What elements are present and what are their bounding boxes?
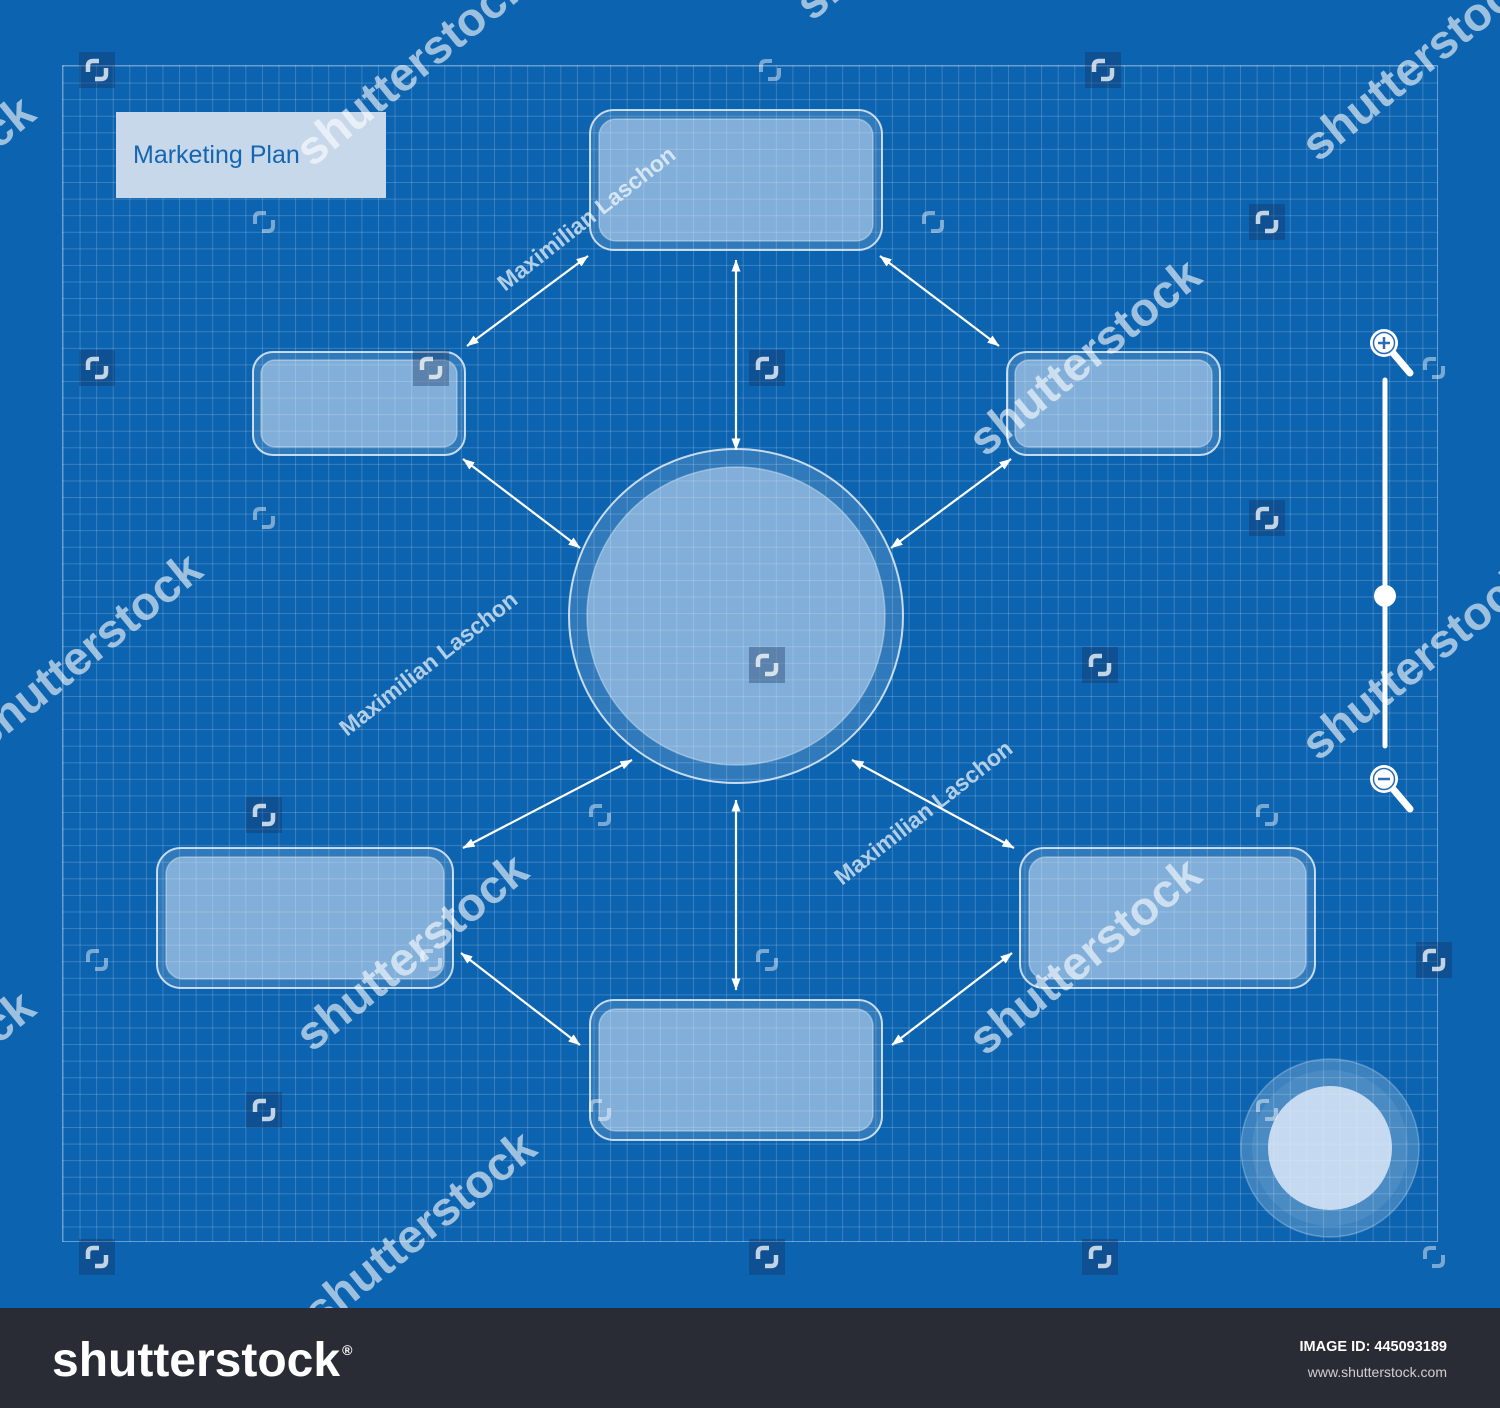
watermark-logo-icon (1082, 647, 1118, 683)
watermark-logo-icon (589, 804, 611, 826)
arrow-center-to-lower-left (462, 759, 633, 849)
arrow-upper-left-to-top (466, 255, 589, 347)
node-upper-left (252, 351, 466, 456)
node-inner-panel (260, 359, 458, 448)
watermark-brand-text: shutterstock (958, 247, 1211, 466)
watermark-logo-icon (79, 350, 115, 386)
round-button-disc (1268, 1086, 1392, 1210)
watermark-logo-icon (922, 211, 944, 233)
watermark-brand-text: shutterstock (1291, 551, 1500, 770)
marketing-plan-diagram (156, 109, 1420, 1238)
image-id-label: IMAGE ID: (1299, 1339, 1371, 1355)
watermark-logo-icon (1249, 204, 1285, 240)
watermark-logo-icon (1256, 804, 1278, 826)
watermark-author-text: Maximilian Laschon (334, 586, 522, 741)
node-inner-panel (598, 118, 874, 242)
node-outer-frame (589, 109, 883, 251)
node-outer-frame (156, 847, 454, 989)
arrow-center-to-lower-right (851, 759, 1015, 849)
round-action-button[interactable] (1240, 1058, 1420, 1238)
watermark-logo-icon (1423, 357, 1445, 379)
node-center-circle (568, 448, 904, 784)
node-inner-panel (165, 856, 445, 980)
diagram-title-box: Marketing Plan (116, 112, 386, 198)
magnifier-handle (1389, 349, 1414, 377)
arrow-upper-left-to-center (462, 458, 581, 549)
diagram-title: Marketing Plan (133, 141, 300, 169)
watermark-author-text: Maximilian Laschon (492, 141, 680, 296)
watermark-logo-icon (246, 797, 282, 833)
zoom-slider-knob[interactable] (1374, 584, 1396, 607)
footer-logo: shutterstock® (52, 1337, 352, 1385)
watermark-logo-icon (253, 507, 275, 529)
watermark-logo-icon (759, 59, 781, 81)
watermark-brand-text: shutterstock (285, 842, 538, 1061)
node-top (589, 109, 883, 251)
watermark-logo-icon (1082, 1239, 1118, 1275)
watermark-brand-text: shutterstock (0, 541, 212, 760)
node-inner-panel (598, 1008, 874, 1132)
footer-website[interactable]: www.shutterstock.com (1307, 1364, 1447, 1380)
node-inner-disc (586, 466, 886, 766)
watermark-author-text: Maximilian Laschon (829, 735, 1017, 890)
watermark-logo-icon (749, 1239, 785, 1275)
watermark-brand-text: shutterstock (785, 0, 1038, 30)
zoom-in-icon[interactable] (1370, 329, 1414, 377)
arrow-lower-left-to-bottom (460, 952, 581, 1046)
watermark-brand-text: shutterstock (958, 846, 1211, 1065)
node-inner-panel (1028, 856, 1307, 980)
node-outer-frame (589, 999, 883, 1141)
node-outer-frame (252, 351, 466, 456)
footer-logo-text: shutterstock (52, 1334, 341, 1387)
image-id: IMAGE ID:445093189 (1300, 1339, 1447, 1356)
node-lower-left (156, 847, 454, 989)
watermark-logo-icon (246, 1092, 282, 1128)
watermark-logo-icon (86, 949, 108, 971)
watermark-brand-text: shutterstock (0, 84, 45, 303)
magnifier-handle (1389, 785, 1414, 813)
watermark-brand-text: shutterstock (1291, 0, 1500, 171)
watermark-logo-icon (749, 647, 785, 683)
watermark-logo-icon (1249, 500, 1285, 536)
watermark-brand-text: shutterstock (293, 1119, 546, 1308)
arrow-top-to-upper-right (879, 255, 1000, 347)
arrow-lower-right-to-bottom (891, 952, 1013, 1046)
watermark-logo-icon (79, 1239, 115, 1275)
magnifier-lens-ring (1372, 331, 1396, 355)
arrow-upper-right-to-center (890, 458, 1012, 549)
blueprint-canvas: Marketing Plan (0, 0, 1500, 1308)
watermark-logo-icon (413, 350, 449, 386)
watermark-brand-text: shutterstock (285, 0, 538, 176)
node-bottom (589, 999, 883, 1141)
zoom-slider[interactable] (1370, 329, 1414, 813)
watermark-logo-icon (589, 1099, 611, 1121)
watermark-logo-icon (756, 949, 778, 971)
watermark-layer: shutterstock shutterstock shutterstock s… (0, 0, 1500, 1308)
zoom-out-icon[interactable] (1370, 765, 1414, 813)
node-lower-right (1019, 847, 1316, 989)
watermark-logo-icon (1423, 1246, 1445, 1268)
node-outer-frame (1019, 847, 1316, 989)
image-id-value: 445093189 (1374, 1339, 1447, 1355)
watermark-logo-icon (1416, 942, 1452, 978)
node-outer-frame (1006, 351, 1221, 456)
watermark-logo-icon (79, 52, 115, 88)
plus-sign (1378, 337, 1390, 349)
node-inner-panel (1014, 359, 1213, 448)
watermark-brand-text: shutterstock (0, 979, 45, 1198)
magnifier-lens-ring (1372, 767, 1396, 791)
node-upper-right (1006, 351, 1221, 456)
watermark-logo-icon (253, 211, 275, 233)
watermark-logo-icon (1085, 52, 1121, 88)
footer-bar: shutterstock® IMAGE ID:445093189 www.shu… (0, 1308, 1500, 1408)
watermark-logo-icon (1256, 1099, 1278, 1121)
watermark-logo-icon (749, 350, 785, 386)
registered-mark: ® (342, 1342, 353, 1358)
